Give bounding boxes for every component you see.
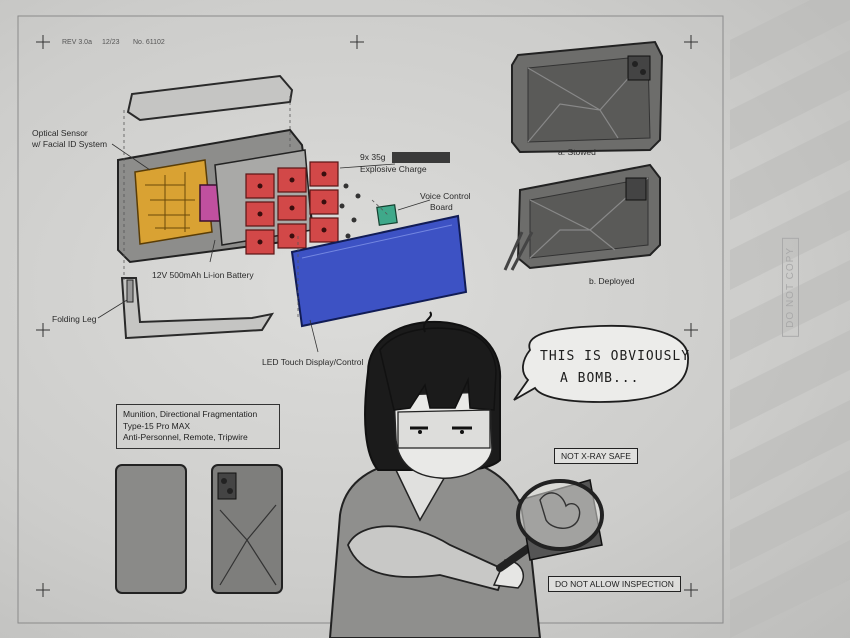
spec-box: Munition, Directional Fragmentation Type… bbox=[116, 404, 280, 449]
hazard-stripes bbox=[730, 0, 850, 638]
optical-sensor-label-1: Optical Sensor bbox=[32, 128, 88, 138]
led-display bbox=[290, 214, 468, 328]
inspection-warning-box: DO NOT ALLOW INSPECTION bbox=[548, 576, 681, 592]
voice-control-label-1: Voice Control bbox=[420, 191, 471, 201]
display-label: LED Touch Display/Control bbox=[262, 357, 364, 367]
optical-sensor-label-2: w/ Facial ID System bbox=[32, 139, 108, 149]
battery-label: 12V 500mAh Li-ion Battery bbox=[152, 270, 254, 280]
speech-bubble-shape bbox=[513, 324, 689, 403]
do-not-copy-stamp: DO NOT COPY bbox=[782, 238, 799, 337]
spec-line-3: Anti-Personnel, Remote, Tripwire bbox=[123, 432, 248, 442]
registration-marks bbox=[36, 35, 698, 597]
speech-line-1: THIS IS OBVIOUSLY bbox=[540, 349, 691, 364]
spec-line-1: Munition, Directional Fragmentation bbox=[123, 409, 258, 419]
back-view-sketch bbox=[211, 464, 283, 594]
folding-leg-label: Folding Leg bbox=[52, 314, 97, 324]
top-bracket bbox=[126, 74, 294, 122]
deployed-label: b. Deployed bbox=[589, 276, 635, 286]
redaction-bar bbox=[392, 152, 450, 163]
rev-date: 12/23 bbox=[102, 39, 120, 46]
folding-leg-part bbox=[126, 279, 134, 303]
sensor-board bbox=[134, 159, 213, 245]
character-illustration bbox=[328, 311, 604, 638]
rev-code: REV 3.0a bbox=[62, 39, 92, 46]
voice-control-board bbox=[376, 204, 398, 226]
charge-name-label: Explosive Charge bbox=[360, 164, 427, 174]
bottom-bracket bbox=[120, 277, 275, 340]
deployed-phone-drawing bbox=[503, 163, 661, 271]
front-view-sketch bbox=[115, 464, 187, 594]
charge-count-label: 9x 35g bbox=[360, 152, 386, 162]
spec-line-2: Type-15 Pro MAX bbox=[123, 420, 191, 431]
xray-warning-box: NOT X-RAY SAFE bbox=[554, 448, 638, 464]
stowed-phone-drawing bbox=[511, 40, 664, 154]
stowed-label: a. Stowed bbox=[558, 147, 596, 157]
voice-control-label-2: Board bbox=[430, 202, 453, 212]
speech-line-2: A BOMB... bbox=[560, 371, 640, 386]
document-number: No. 61102 bbox=[133, 39, 165, 46]
screws bbox=[339, 183, 361, 239]
